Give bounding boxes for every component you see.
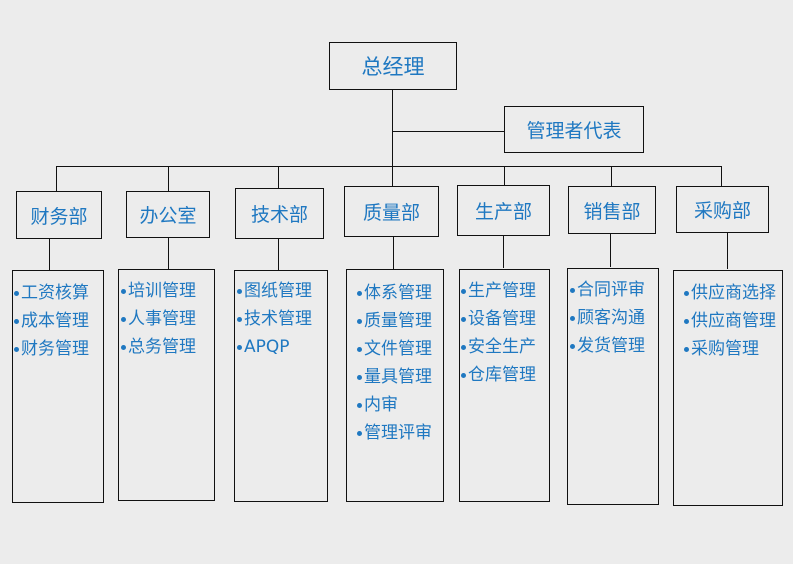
responsibility-box-purchasing: 供应商选择 供应商管理 采购管理 (673, 270, 783, 506)
responsibility-list: 供应商选择 供应商管理 采购管理 (684, 279, 782, 363)
bullet-icon (14, 290, 19, 296)
department-label: 采购部 (693, 200, 751, 222)
list-item: 财务管理 (14, 335, 103, 363)
bullet-icon (357, 290, 362, 296)
bullet-icon (357, 318, 362, 324)
list-item: APQP (237, 333, 327, 361)
bullet-icon (461, 344, 466, 350)
bullet-icon (14, 318, 19, 324)
department-label: 财务部 (30, 205, 88, 228)
connector-list-2 (278, 238, 279, 270)
connector-list-4 (503, 235, 504, 268)
list-item: 顾客沟通 (570, 304, 658, 332)
bullet-icon (684, 346, 689, 352)
list-item: 仓库管理 (461, 361, 549, 389)
list-item: 工资核算 (14, 279, 103, 307)
list-item: 供应商管理 (684, 307, 782, 335)
department-box-office: 办公室 (126, 191, 210, 238)
list-item: 培训管理 (121, 277, 214, 305)
bullet-icon (121, 344, 126, 350)
connector-list-1 (168, 237, 169, 269)
bullet-icon (570, 343, 575, 349)
responsibility-list: 生产管理 设备管理 安全生产 仓库管理 (461, 277, 549, 389)
department-label: 技术部 (250, 204, 308, 226)
bullet-icon (121, 288, 126, 294)
connector-dept-bus (56, 166, 721, 167)
list-item: 成本管理 (14, 307, 103, 335)
list-item: 发货管理 (570, 332, 658, 360)
bullet-icon (461, 288, 466, 294)
connector-dept-0 (56, 166, 57, 191)
connector-list-6 (727, 232, 728, 269)
bullet-icon (357, 346, 362, 352)
list-item: 体系管理 (357, 279, 443, 307)
ceo-box: 总经理 (329, 42, 457, 90)
list-item: 采购管理 (684, 335, 782, 363)
department-label: 生产部 (474, 201, 532, 223)
responsibility-list: 合同评审 顾客沟通 发货管理 (570, 276, 658, 360)
list-item: 人事管理 (121, 305, 214, 333)
bullet-icon (237, 316, 242, 322)
responsibility-list: 工资核算 成本管理 财务管理 (14, 279, 103, 363)
bullet-icon (121, 316, 126, 322)
responsibility-box-sales: 合同评审 顾客沟通 发货管理 (567, 268, 659, 505)
department-box-production: 生产部 (457, 185, 550, 236)
department-box-technology: 技术部 (235, 188, 324, 239)
connector-dept-2 (278, 166, 279, 188)
list-item: 设备管理 (461, 305, 549, 333)
list-item: 图纸管理 (237, 277, 327, 305)
bullet-icon (684, 290, 689, 296)
list-item: 技术管理 (237, 305, 327, 333)
list-item: 内审 (357, 391, 443, 419)
responsibility-box-office: 培训管理 人事管理 总务管理 (118, 269, 215, 501)
list-item: 安全生产 (461, 333, 549, 361)
responsibility-box-quality: 体系管理 质量管理 文件管理 量具管理 内审 管理评审 (346, 269, 444, 502)
department-box-quality: 质量部 (344, 186, 439, 237)
bullet-icon (14, 346, 19, 352)
bullet-icon (684, 318, 689, 324)
list-item: 管理评审 (357, 419, 443, 447)
bullet-icon (357, 402, 362, 408)
responsibility-box-finance: 工资核算 成本管理 财务管理 (12, 270, 104, 503)
department-box-sales: 销售部 (568, 186, 656, 234)
responsibility-list: 图纸管理 技术管理 APQP (237, 277, 327, 361)
bullet-icon (357, 374, 362, 380)
connector-dept-3 (392, 166, 393, 187)
list-item: 供应商选择 (684, 279, 782, 307)
list-item: 量具管理 (357, 363, 443, 391)
responsibility-list: 体系管理 质量管理 文件管理 量具管理 内审 管理评审 (357, 279, 443, 447)
list-item: 质量管理 (357, 307, 443, 335)
management-representative-label: 管理者代表 (526, 120, 622, 142)
list-item: 合同评审 (570, 276, 658, 304)
list-item: 总务管理 (121, 333, 214, 361)
ceo-label: 总经理 (361, 55, 425, 79)
connector-dept-4 (504, 166, 505, 186)
bullet-icon (570, 315, 575, 321)
connector-dept-5 (611, 166, 612, 186)
department-box-finance: 财务部 (16, 191, 102, 239)
department-label: 质量部 (362, 202, 420, 224)
bullet-icon (570, 287, 575, 293)
connector-list-5 (610, 233, 611, 267)
department-box-purchasing: 采购部 (676, 186, 769, 233)
bullet-icon (237, 288, 242, 294)
list-item: 生产管理 (461, 277, 549, 305)
responsibility-list: 培训管理 人事管理 总务管理 (121, 277, 214, 361)
responsibility-box-technology: 图纸管理 技术管理 APQP (234, 270, 328, 502)
connector-dept-6 (721, 166, 722, 186)
bullet-icon (237, 344, 242, 350)
connector-ceo-down (392, 90, 393, 166)
connector-dept-1 (168, 166, 169, 191)
connector-to-mgmt-rep (392, 131, 504, 132)
list-item: 文件管理 (357, 335, 443, 363)
bullet-icon (357, 430, 362, 436)
bullet-icon (461, 372, 466, 378)
management-representative-box: 管理者代表 (504, 106, 644, 153)
department-label: 销售部 (583, 200, 641, 223)
department-label: 办公室 (139, 205, 197, 227)
connector-list-3 (393, 236, 394, 269)
bullet-icon (461, 316, 466, 322)
connector-list-0 (49, 238, 50, 270)
responsibility-box-production: 生产管理 设备管理 安全生产 仓库管理 (459, 269, 550, 502)
